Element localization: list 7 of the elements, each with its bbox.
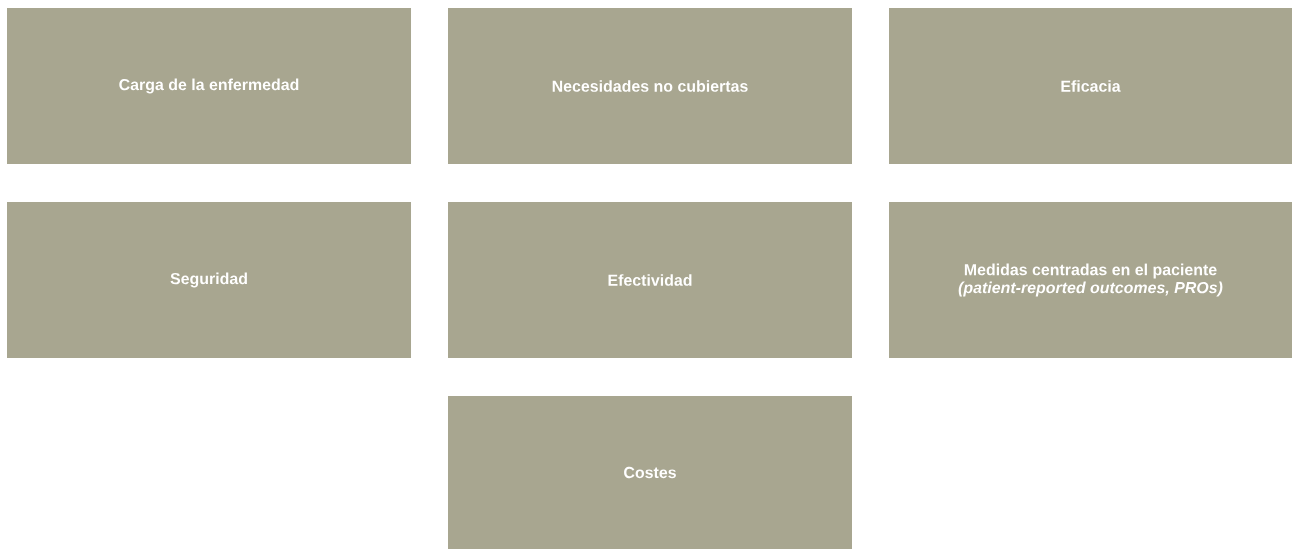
topic-box: Medidas centradas en el paciente (patient-reported outcomes, PROs) — [889, 202, 1292, 358]
topic-box: Seguridad — [7, 202, 411, 358]
topic-box: Efectividad — [448, 202, 852, 358]
topic-box: Carga de la enfermedad — [7, 8, 411, 164]
topic-box: Eficacia — [889, 8, 1292, 164]
topic-box: Costes — [448, 396, 852, 549]
topic-box: Necesidades no cubiertas — [448, 8, 852, 164]
